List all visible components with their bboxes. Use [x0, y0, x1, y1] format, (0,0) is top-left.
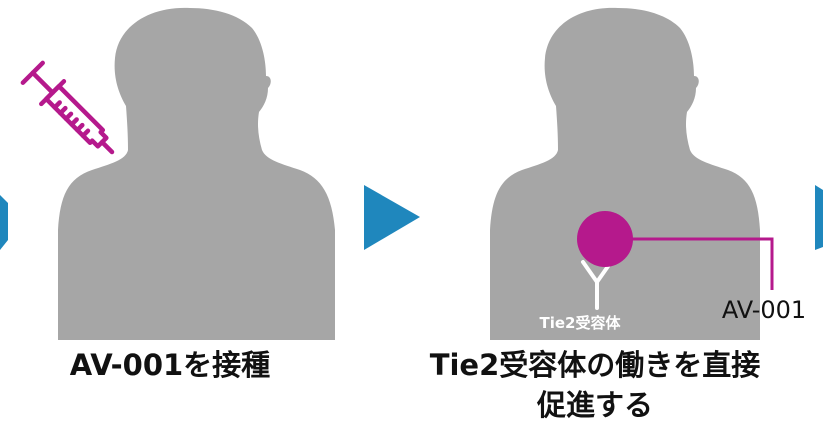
syringe-icon	[20, 60, 115, 155]
panel1-caption: AV-001を接種	[69, 348, 271, 382]
arrow-right-icon	[364, 185, 420, 250]
arrow-right-icon	[815, 185, 823, 250]
human-silhouette-1	[58, 7, 335, 341]
panel2-caption-line1: Tie2受容体の働きを直接	[429, 348, 761, 382]
drug-label: AV-001	[722, 296, 806, 324]
receptor-label: Tie2受容体	[540, 314, 622, 332]
arrow-right-icon	[0, 195, 8, 250]
panel2-caption-line2: 促進する	[536, 388, 653, 422]
drug-leader-line	[630, 237, 774, 290]
drug-molecule-icon	[577, 211, 633, 267]
human-silhouette-2	[490, 7, 760, 341]
